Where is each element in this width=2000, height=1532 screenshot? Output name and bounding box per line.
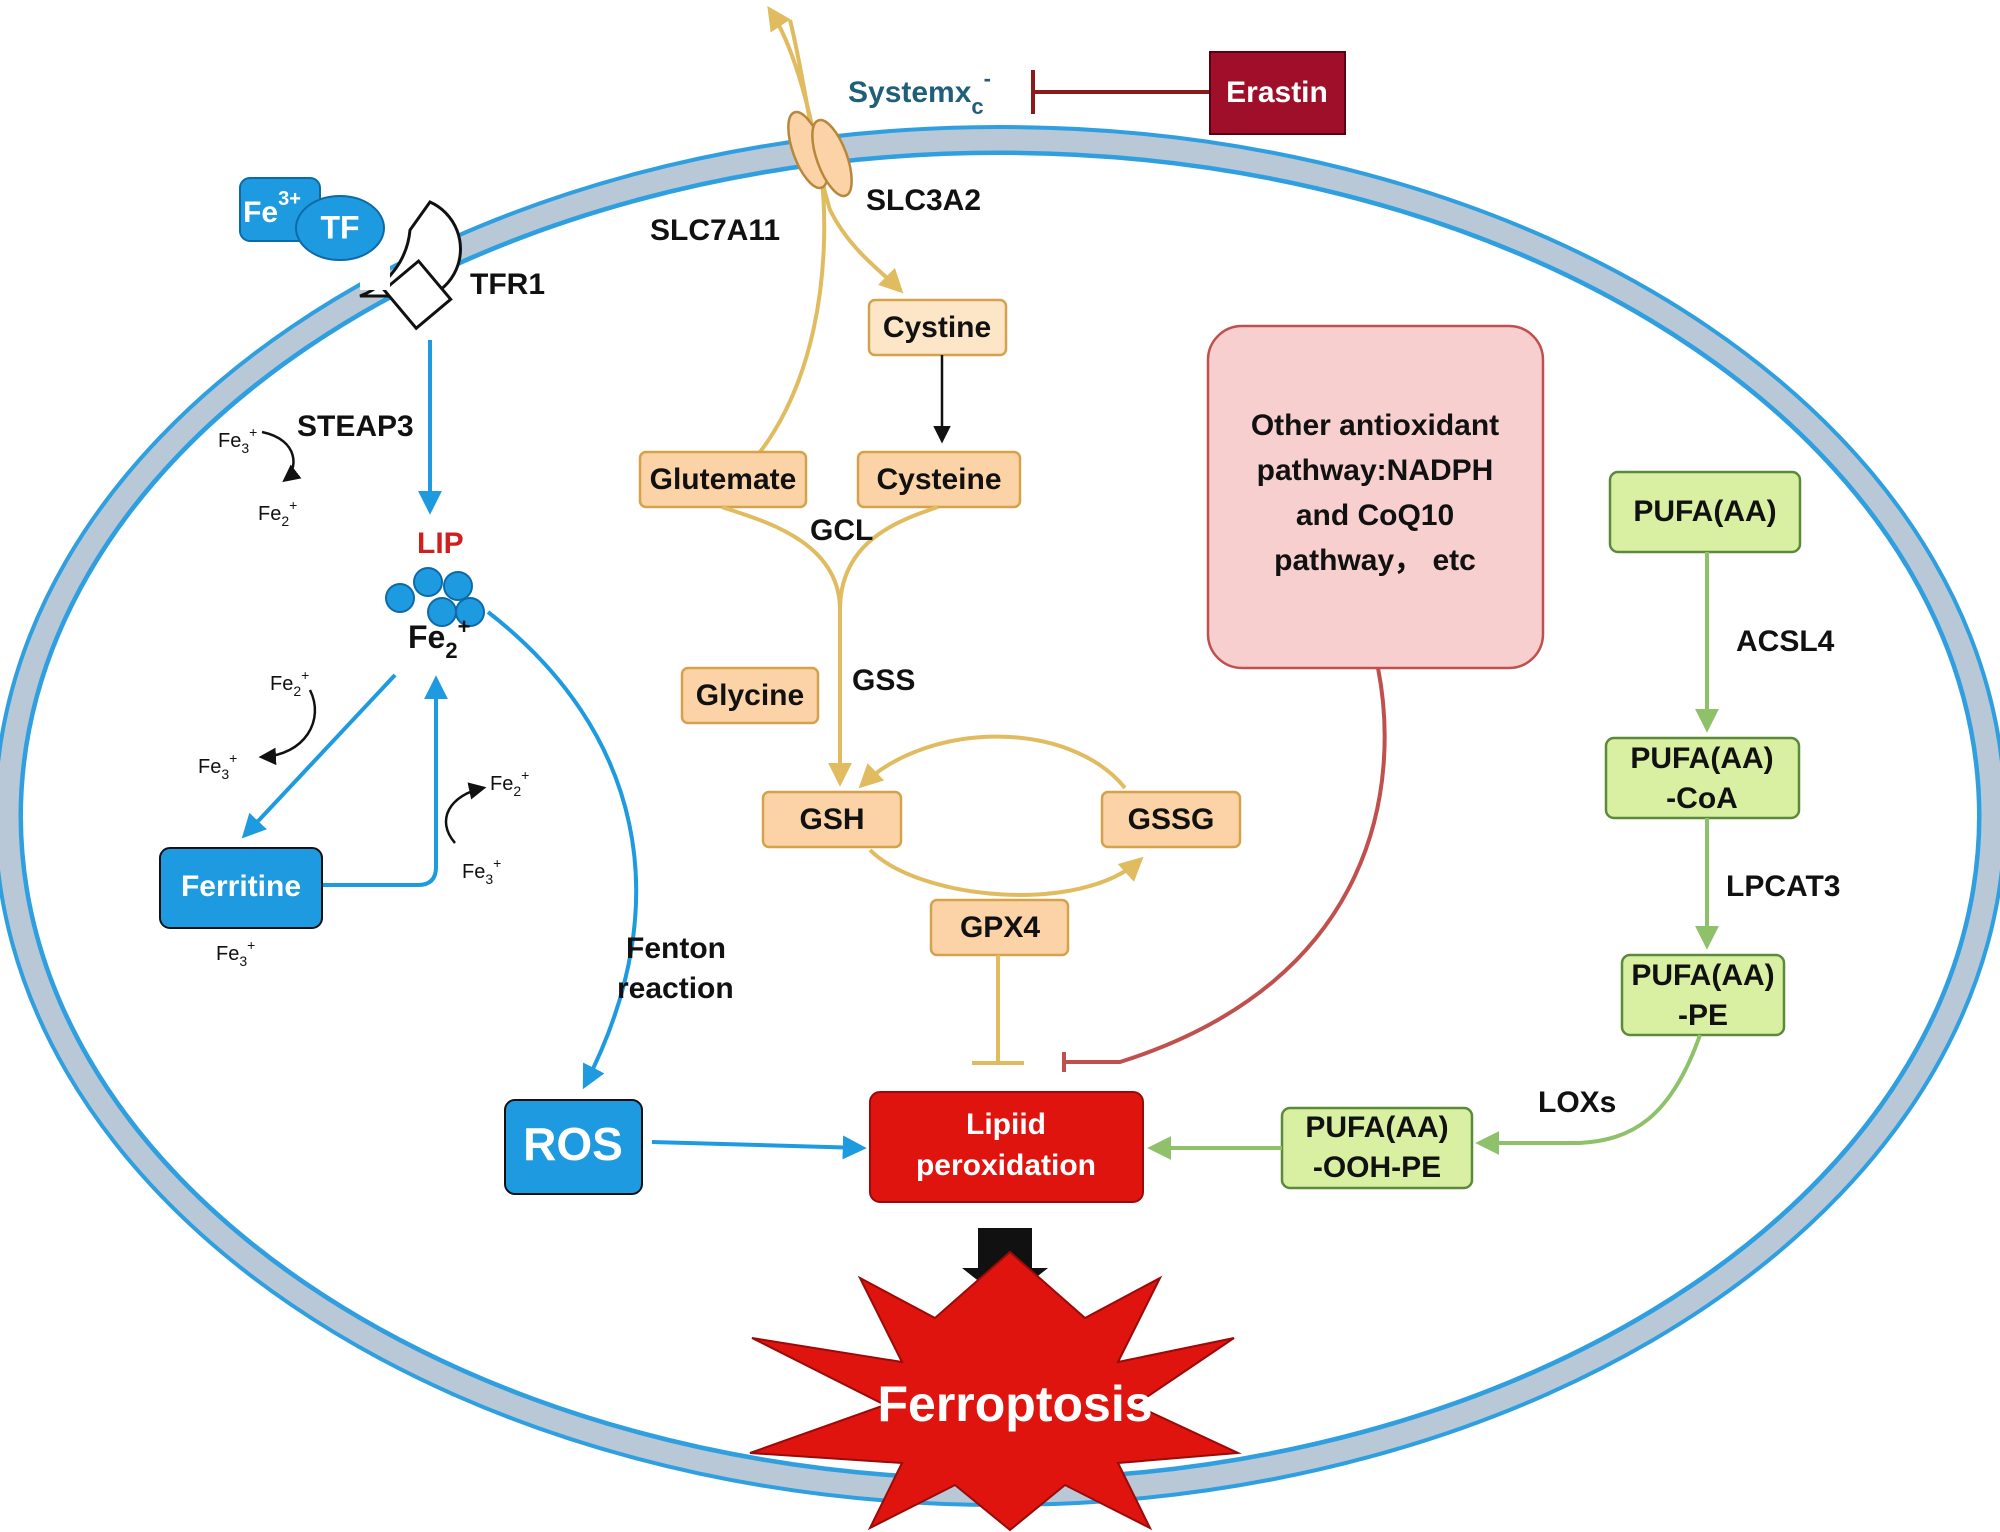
other-pathway-box: [1206, 324, 1545, 670]
slc3a2-label: SLC3A2: [866, 184, 981, 217]
gsh-label: GSH: [799, 803, 864, 836]
outcome: Lipiid peroxidation Ferroptosis: [749, 1091, 1242, 1532]
gssg-box: [1100, 790, 1242, 849]
lip-label: LIP: [417, 527, 464, 560]
ferroptosis-label: Ferroptosis: [877, 1376, 1152, 1432]
ferritine-to-fe2-arrow: [322, 675, 448, 887]
fenton-label-1: Fenton: [626, 932, 726, 965]
pufa-ooh-label-1: PUFA(AA): [1305, 1111, 1448, 1144]
lip-iron-cluster-icon: [385, 567, 485, 627]
cysteine-label: Cysteine: [876, 463, 1001, 496]
slc7a11-label: SLC7A11: [650, 214, 780, 247]
small-fe3-b: Fe3+: [198, 750, 237, 782]
ferritine-conversion-arrow-b: [444, 782, 487, 844]
lpcat3-label: LPCAT3: [1726, 870, 1840, 903]
fe2-main-label: Fe2+: [408, 614, 470, 663]
pufa-pe-box: [1620, 953, 1786, 1037]
fe2-to-ferritine-arrow: [241, 673, 397, 839]
systemxc-label: Systemxc-: [848, 66, 991, 119]
fenton-label-2: reaction: [617, 972, 734, 1005]
small-fe2-c: Fe2+: [490, 767, 529, 799]
ros-to-lipid-arrow: [651, 1135, 867, 1160]
pufa-coa-label-2: -CoA: [1666, 782, 1738, 815]
steap3-label: STEAP3: [297, 410, 414, 443]
transporter-strand-right: [788, 19, 904, 294]
glycine-label: Glycine: [696, 679, 804, 712]
gpx4-label: GPX4: [960, 911, 1040, 944]
cystine-box: [867, 298, 1008, 357]
other-pathway-line-1: Other antioxidant: [1251, 409, 1499, 442]
other-pathway: Other antioxidant pathway:NADPH and CoQ1…: [1062, 324, 1545, 1072]
tf-oval: [295, 195, 385, 261]
other-pathway-line-4: pathway， etc: [1274, 544, 1476, 577]
pufa-pe-label-1: PUFA(AA): [1631, 959, 1774, 992]
iron-pathway: Fe3+ TF TFR1 STEAP3 Fe3+ Fe2+ LIP Fe2+ F…: [159, 177, 867, 1195]
fenton-arrow: [486, 610, 639, 1090]
fe3-label: Fe3+: [243, 188, 301, 229]
small-fe2-a: Fe2+: [258, 497, 297, 529]
gsh-box: [761, 790, 903, 849]
lipid-label-1: Lipiid: [966, 1108, 1046, 1141]
slc-transporter-icon: [787, 110, 853, 198]
tf-label: TF: [320, 209, 359, 245]
pufa-coa-label-1: PUFA(AA): [1630, 742, 1773, 775]
ros-label: ROS: [523, 1118, 623, 1170]
cysteine-box: [856, 450, 1022, 509]
ferroptosis-starburst-icon: [749, 1250, 1242, 1532]
other-pathway-inhibit-line: [1064, 667, 1387, 1064]
lipid-peroxidation-box: [869, 1091, 1144, 1203]
glutemate-merge-line: [721, 505, 842, 611]
pe-to-ooh-arrow: [1475, 1034, 1702, 1155]
pufa-pe-label-2: -PE: [1678, 999, 1728, 1032]
gssg-label: GSSG: [1128, 803, 1215, 836]
pufa-aa-label: PUFA(AA): [1633, 495, 1776, 528]
small-fe2-b: Fe2+: [270, 667, 309, 699]
acsl4-label: ACSL4: [1736, 625, 1835, 658]
tfr1-receptor-icon: [359, 200, 462, 331]
ferritine-conversion-arrow-a: [258, 689, 317, 766]
pufa-pathway: PUFA(AA) ACSL4 PUFA(AA) -CoA LPCAT3 PUFA…: [1147, 470, 1840, 1190]
erastin-label: Erastin: [1226, 76, 1328, 109]
ros-box: [504, 1099, 643, 1195]
ferritine-box: [159, 847, 323, 929]
gsh-pathway: Systemxc- SLC7A11 SLC3A2 Erastin Cystine…: [638, 6, 1346, 1065]
erastin-box: [1209, 51, 1346, 135]
other-pathway-line-2: pathway:NADPH: [1257, 454, 1494, 487]
small-fe3-d: Fe3+: [216, 937, 255, 969]
other-pathway-line-3: and CoQ10: [1296, 499, 1454, 532]
glutemate-label: Glutemate: [650, 463, 797, 496]
lipid-label-2: peroxidation: [916, 1149, 1096, 1182]
small-fe3-c: Fe3+: [462, 855, 501, 887]
gsh-to-gssg-arrow: [868, 848, 1144, 897]
steap3-conversion-arrow: [261, 430, 302, 483]
cysteine-merge-line: [838, 505, 939, 611]
glycine-box: [680, 666, 820, 725]
tfr1-label: TFR1: [470, 268, 545, 301]
pufa-coa-box: [1604, 736, 1801, 820]
cystine-label: Cystine: [883, 311, 991, 344]
small-fe3-a: Fe3+: [218, 424, 257, 456]
pufa-ooh-label-2: -OOH-PE: [1313, 1151, 1441, 1184]
gssg-to-gsh-arrow: [858, 734, 1127, 790]
ferritine-label: Ferritine: [181, 870, 301, 903]
gss-label: GSS: [852, 664, 915, 697]
loxs-label: LOXs: [1538, 1086, 1616, 1119]
gcl-label: GCL: [810, 514, 873, 547]
transporter-strand-left: [733, 6, 827, 482]
